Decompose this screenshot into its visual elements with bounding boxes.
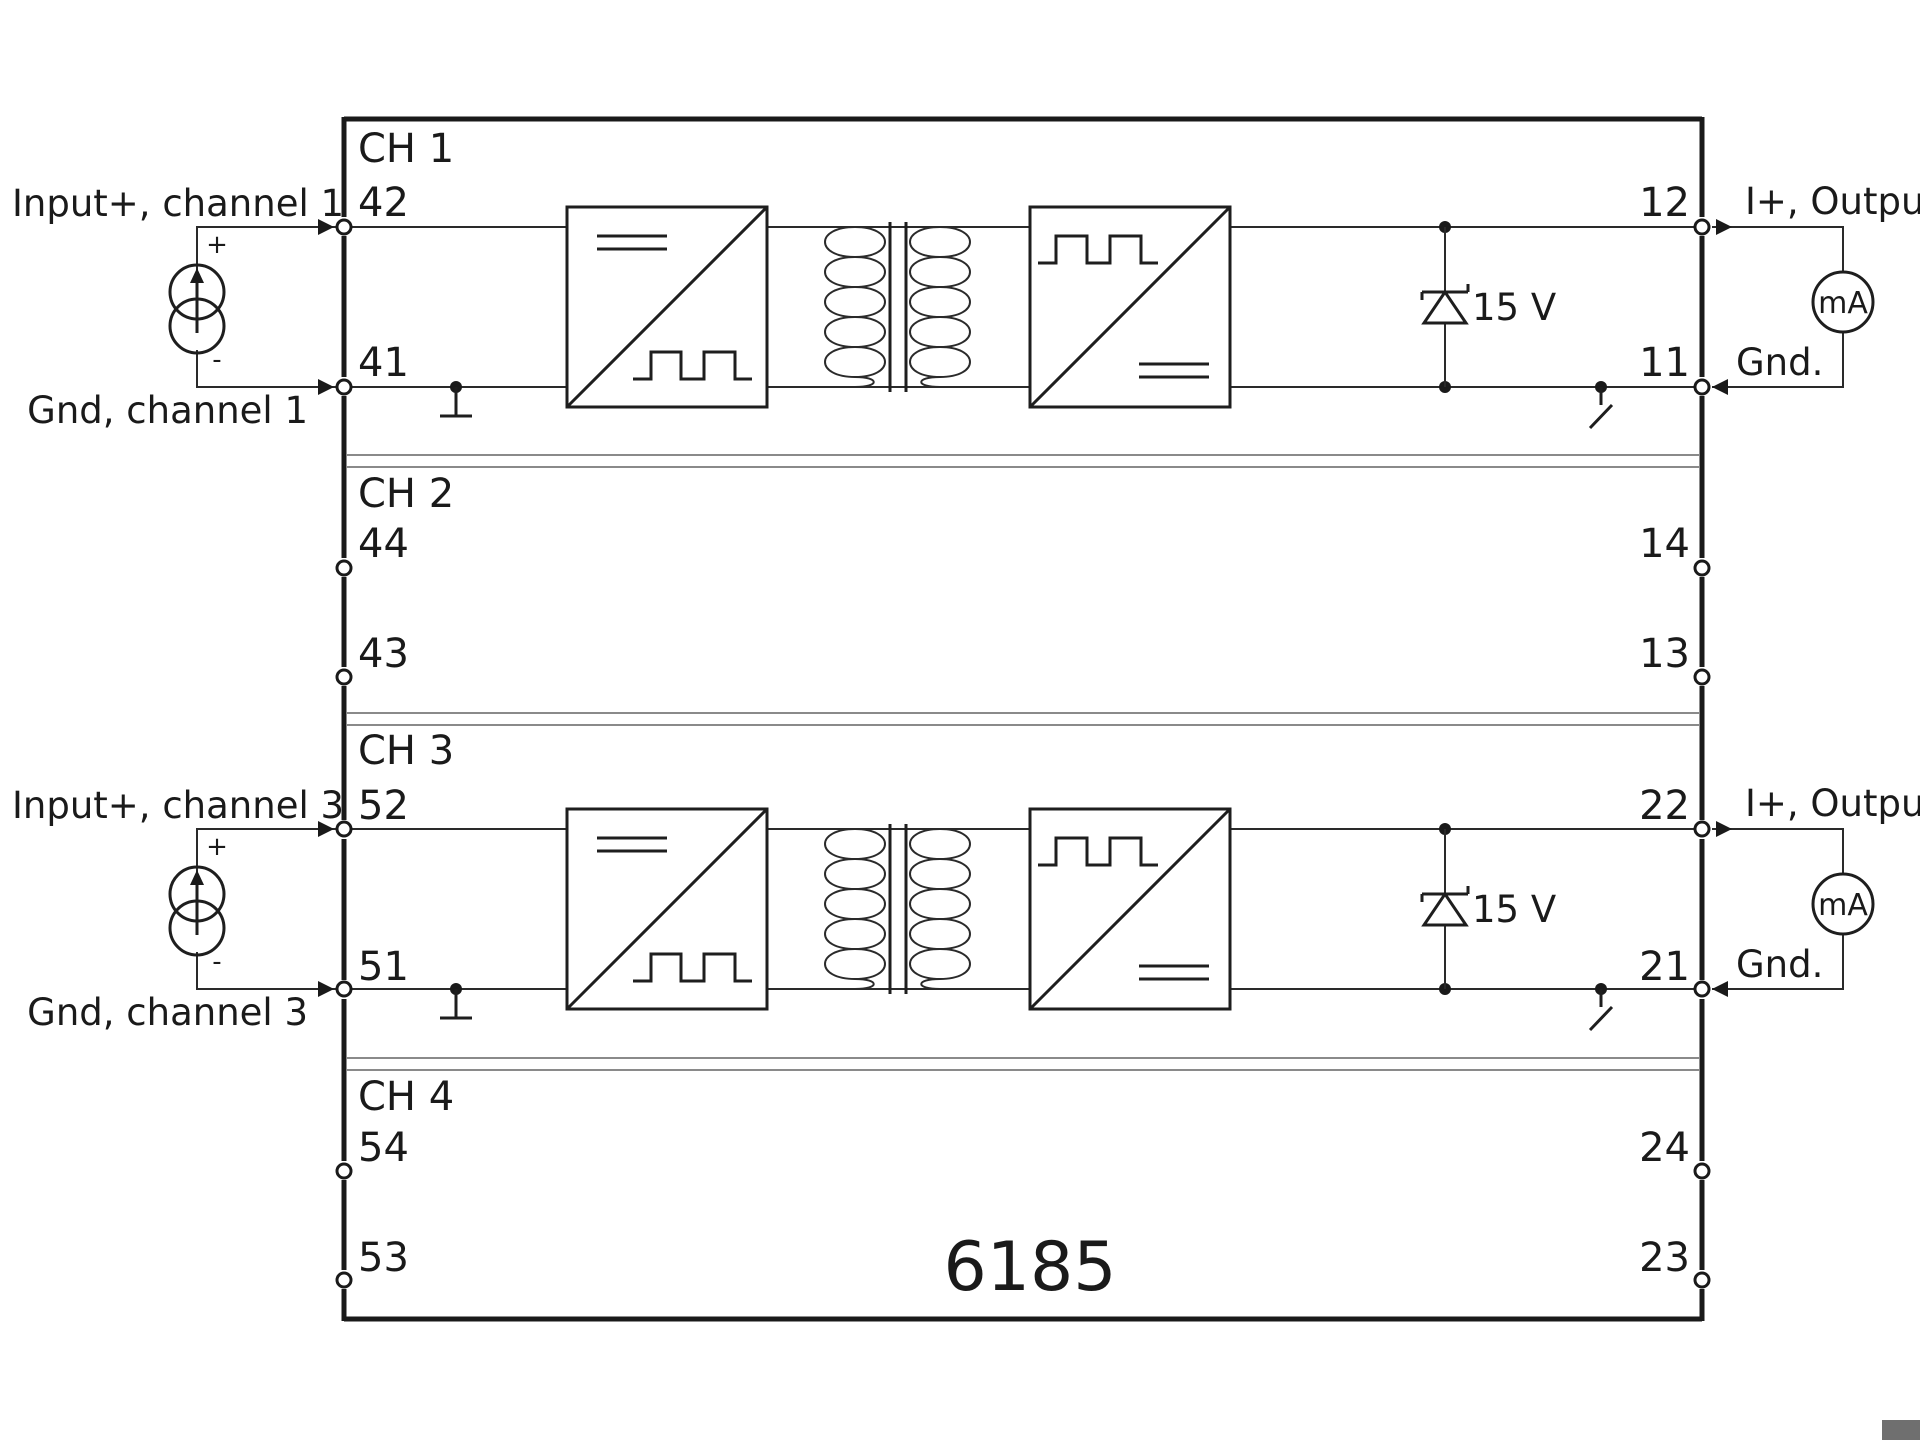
channel-1-circuit (168, 205, 1875, 430)
zener-1-voltage-label: 15 V (1472, 286, 1556, 329)
input-plus-channel-1-label: Input+, channel 1 (12, 182, 344, 225)
terminal-12: 12 (1639, 180, 1690, 226)
input-plus-channel-3-label: Input+, channel 3 (12, 784, 344, 827)
channel-3-label: CH 3 (358, 728, 454, 774)
terminal-24: 24 (1639, 1125, 1690, 1171)
terminal-54: 54 (358, 1125, 409, 1171)
terminal-42: 42 (358, 180, 409, 226)
source-3-minus-sign: - (212, 947, 221, 977)
meter-3-label: mA (1818, 888, 1868, 923)
terminal-53: 53 (358, 1235, 409, 1281)
channel-1-label: CH 1 (358, 126, 454, 172)
source-1-minus-sign: - (212, 345, 221, 375)
output-plus-1-label: I+, Output (1745, 180, 1920, 223)
source-3-plus-sign: + (206, 832, 228, 862)
channel-2-label: CH 2 (358, 471, 454, 517)
terminal-14: 14 (1639, 521, 1690, 567)
terminal-23: 23 (1639, 1235, 1690, 1281)
channel-separators (346, 454, 1700, 1071)
terminal-13: 13 (1639, 631, 1690, 677)
terminal-41: 41 (358, 340, 409, 386)
channel-3-circuit (168, 807, 1875, 1032)
output-plus-3-label: I+, Output (1745, 782, 1920, 825)
module-enclosure (341, 116, 1705, 1322)
meter-1-label: mA (1818, 286, 1868, 321)
terminal-51: 51 (358, 944, 409, 990)
model-number: 6185 (943, 1228, 1116, 1307)
source-1-plus-sign: + (206, 230, 228, 260)
terminal-44: 44 (358, 521, 409, 567)
terminal-circles (335, 218, 1711, 1289)
terminal-21: 21 (1639, 944, 1690, 990)
channel-4-label: CH 4 (358, 1074, 454, 1120)
gnd-channel-1-label: Gnd, channel 1 (27, 389, 308, 432)
output-gnd-1-label: Gnd. (1736, 341, 1823, 384)
corner-mark (1882, 1420, 1920, 1440)
terminal-52: 52 (358, 783, 409, 829)
terminal-11: 11 (1639, 340, 1690, 386)
gnd-channel-3-label: Gnd, channel 3 (27, 991, 308, 1034)
terminal-22: 22 (1639, 783, 1690, 829)
output-gnd-3-label: Gnd. (1736, 943, 1823, 986)
terminal-43: 43 (358, 631, 409, 677)
zener-3-voltage-label: 15 V (1472, 888, 1556, 931)
